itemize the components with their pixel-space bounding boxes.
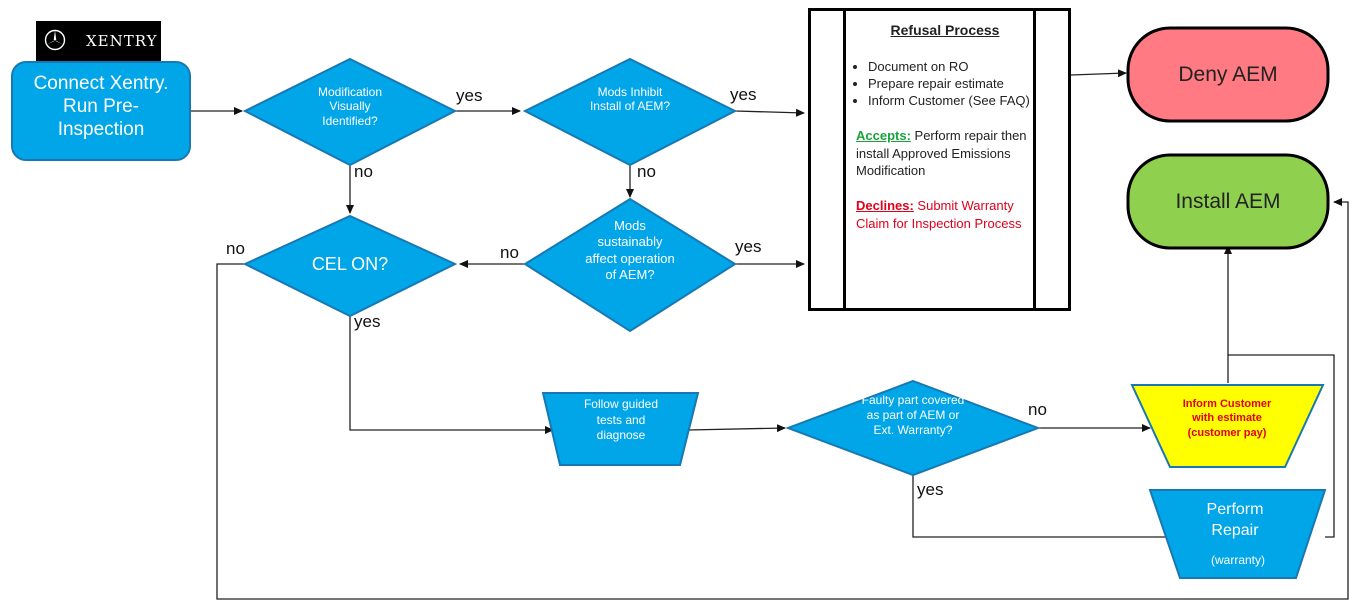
inhibit-diamond	[522, 57, 738, 167]
faulty-no-label: no	[1028, 400, 1047, 419]
inhibit-label: Mods Inhibit Install of AEM?	[589, 85, 671, 114]
perform-repair-label: Perform Repair	[1206, 501, 1264, 539]
install-aem-box	[1126, 153, 1330, 250]
inform-customer-trapezoid	[1130, 384, 1325, 468]
edge-cel-no	[216, 198, 1349, 600]
accepts-text: Perform repair then install Approved Emi…	[856, 128, 1027, 179]
modification-label: Modification Visually Identified?	[317, 85, 383, 128]
faulty-yes-label: yes	[917, 480, 944, 499]
refusal-bullets: Document on RO Prepare repair estimate I…	[856, 58, 1034, 110]
affect-no-label: no	[500, 243, 519, 262]
refusal-left-bar	[843, 11, 846, 308]
deny-aem-box	[1126, 26, 1330, 123]
faulty-part-diamond	[785, 379, 1041, 477]
inhibit-no-label: no	[637, 162, 656, 181]
accepts-paragraph: Accepts: Perform repair then install App…	[856, 127, 1034, 179]
faulty-part-label: Faulty part covered as part of AEM or Ex…	[861, 393, 965, 437]
mercedes-star-icon	[44, 29, 66, 51]
accepts-label: Accepts:	[856, 128, 911, 144]
refusal-bullet: Prepare repair estimate	[868, 75, 1034, 92]
follow-guided-trapezoid	[541, 392, 700, 466]
install-aem-label: Install AEM	[1175, 190, 1281, 213]
inhibit-yes-label: yes	[730, 85, 757, 104]
edge-follow-to-faulty	[687, 424, 786, 433]
edge-inhibit-yes	[734, 108, 805, 117]
perform-repair-trapezoid	[1148, 489, 1327, 579]
declines-label: Declines:	[856, 198, 914, 214]
refusal-bullet: Inform Customer (See FAQ)	[868, 92, 1034, 109]
deny-aem-label: Deny AEM	[1178, 63, 1278, 86]
connect-xentry-box	[11, 61, 191, 161]
cel-on-label: CEL ON?	[311, 254, 389, 274]
affect-yes-label: yes	[735, 237, 762, 256]
perform-repair-sub: (warranty)	[1210, 553, 1265, 567]
inform-customer-label: Inform Customer with estimate (customer …	[1182, 398, 1272, 439]
refusal-bullet: Document on RO	[868, 58, 1034, 75]
edge-faulty-yes	[912, 473, 1181, 541]
xentry-logo: XENTRY	[36, 21, 161, 61]
edge-cel-yes	[349, 316, 554, 434]
cel-diamond	[242, 214, 458, 318]
modification-diamond	[242, 57, 458, 167]
edge-refusal-to-deny	[1070, 69, 1127, 78]
refusal-right-bar	[1033, 11, 1036, 308]
connect-xentry-label: Connect Xentry. Run Pre-Inspection	[33, 73, 169, 140]
modification-no-label: no	[354, 162, 373, 181]
follow-guided-label: Follow guided tests and diagnose	[583, 397, 659, 443]
refusal-process-box: Refusal Process Document on RO Prepare r…	[808, 8, 1071, 311]
declines-text: Submit Warranty Claim for Inspection Pro…	[856, 198, 1022, 231]
cel-yes-label: yes	[354, 312, 381, 331]
modification-yes-label: yes	[456, 86, 483, 105]
refusal-content: Refusal Process Document on RO Prepare r…	[856, 21, 1034, 250]
affect-label: Mods sustainably affect operation of AEM…	[585, 218, 675, 282]
affect-diamond	[523, 197, 737, 333]
declines-paragraph: Declines: Submit Warranty Claim for Insp…	[856, 197, 1034, 232]
xentry-brand-text: XENTRY	[86, 32, 158, 50]
refusal-title: Refusal Process	[890, 22, 1000, 38]
cel-no-label: no	[226, 239, 245, 258]
edge-perform-to-install	[1224, 245, 1335, 538]
